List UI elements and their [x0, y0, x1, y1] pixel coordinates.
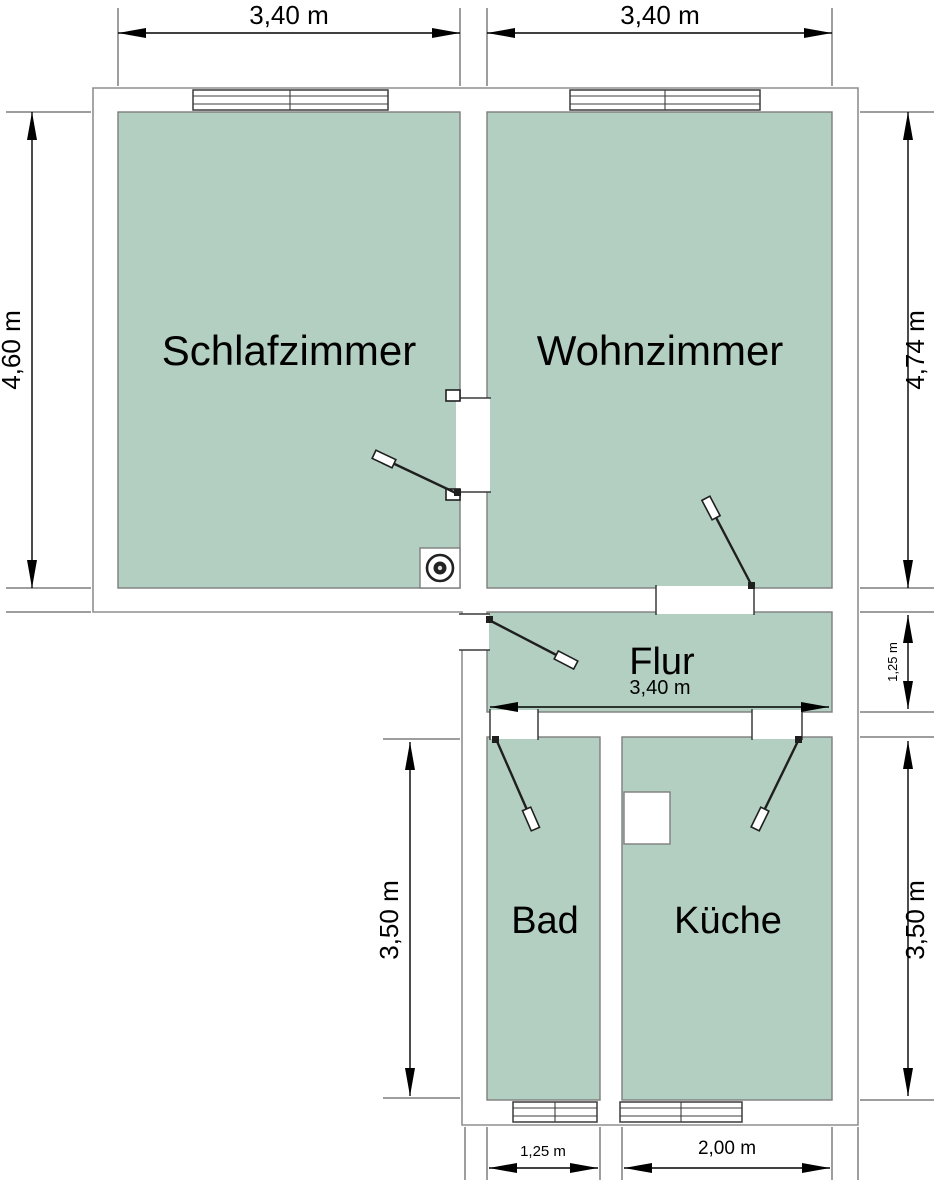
room-label-schlafzimmer: Schlafzimmer — [162, 327, 416, 374]
opening-schlafzimmer-door — [456, 398, 490, 492]
dimension-label: 2,00 m — [698, 1138, 756, 1159]
dimensions: 3,40 m 3,40 m 4,60 m 4,74 m 1,25 m — [0, 0, 934, 1180]
door-bad — [492, 736, 541, 832]
dimension-label: 3,40 m — [620, 0, 700, 30]
opening-kueche-door — [752, 710, 802, 739]
door-leaf — [758, 738, 801, 820]
dimension-label: 1,25 m — [520, 1143, 566, 1160]
window-schlafzimmer — [192, 89, 389, 111]
opening-entrance-door — [460, 614, 489, 650]
stove-symbol — [419, 547, 461, 589]
room-label-bad: Bad — [511, 900, 579, 942]
door-openings — [445, 389, 803, 740]
room-labels: Schlafzimmer Wohnzimmer Flur Bad Küche — [162, 327, 784, 942]
door-wohnzimmer — [700, 495, 755, 589]
door-leaf — [488, 618, 567, 662]
opening-wohnzimmer-door — [656, 586, 754, 614]
dimension-label: 3,40 m — [629, 677, 690, 699]
room-label-flur: Flur — [629, 641, 695, 683]
dim-bad-height: 3,50 m — [374, 738, 460, 1099]
door-kueche — [750, 736, 802, 832]
door-entrance — [486, 616, 579, 671]
room-label-wohnzimmer: Wohnzimmer — [537, 327, 784, 374]
fixtures — [419, 547, 671, 845]
door-leaf-end — [371, 449, 397, 469]
dim-flur-width: 3,40 m — [490, 677, 829, 712]
room-schlafzimmer — [117, 111, 461, 589]
building — [92, 87, 859, 1126]
door-hinge — [748, 582, 755, 589]
door-hinge — [492, 736, 499, 743]
door-schlafzimmer — [371, 449, 461, 496]
dimension-label: 3,50 m — [374, 880, 404, 960]
dimension-label: 3,50 m — [900, 880, 930, 960]
door-hinge — [486, 616, 493, 623]
kitchen-unit — [623, 791, 671, 845]
stove-dot-icon — [437, 565, 443, 571]
door-leaf-end — [750, 806, 770, 832]
dim-kueche-width: 2,00 m — [621, 1127, 859, 1180]
dim-bad-width: 1,25 m — [464, 1127, 601, 1180]
room-flur — [486, 611, 833, 713]
dim-wohnzimmer-width: 3,40 m — [486, 0, 833, 86]
window-kueche — [619, 1101, 743, 1123]
window-bad — [512, 1101, 598, 1123]
dimension-label: 3,40 m — [249, 0, 329, 30]
door-leaf-end — [700, 495, 722, 521]
doors — [371, 449, 802, 832]
dimension-label: 4,60 m — [0, 310, 26, 390]
door-leaf-end — [553, 649, 579, 671]
jamb-post — [445, 389, 461, 402]
room-label-kueche: Küche — [674, 900, 782, 942]
door-leaf — [383, 457, 459, 496]
room-wohnzimmer — [486, 111, 833, 589]
opening-bad-door — [490, 710, 538, 739]
windows — [192, 89, 761, 1123]
door-leaf-end — [521, 806, 541, 832]
dimension-label: 4,74 m — [900, 310, 930, 390]
stove-ring-icon — [425, 553, 455, 583]
dim-wohnzimmer-height: 4,74 m — [860, 111, 934, 613]
door-hinge — [795, 736, 802, 743]
door-leaf — [709, 507, 754, 587]
dim-kueche-height: 3,50 m — [860, 741, 934, 1101]
door-hinge — [454, 489, 461, 496]
dim-flur-height: 1,25 m — [860, 615, 934, 738]
dim-schlafzimmer-width: 3,40 m — [117, 0, 461, 86]
dimension-label: 1,25 m — [885, 642, 900, 682]
door-leaf — [494, 738, 533, 820]
window-wohnzimmer — [569, 89, 761, 111]
dim-schlafzimmer-height: 4,60 m — [0, 111, 91, 613]
room-bad — [486, 736, 601, 1101]
